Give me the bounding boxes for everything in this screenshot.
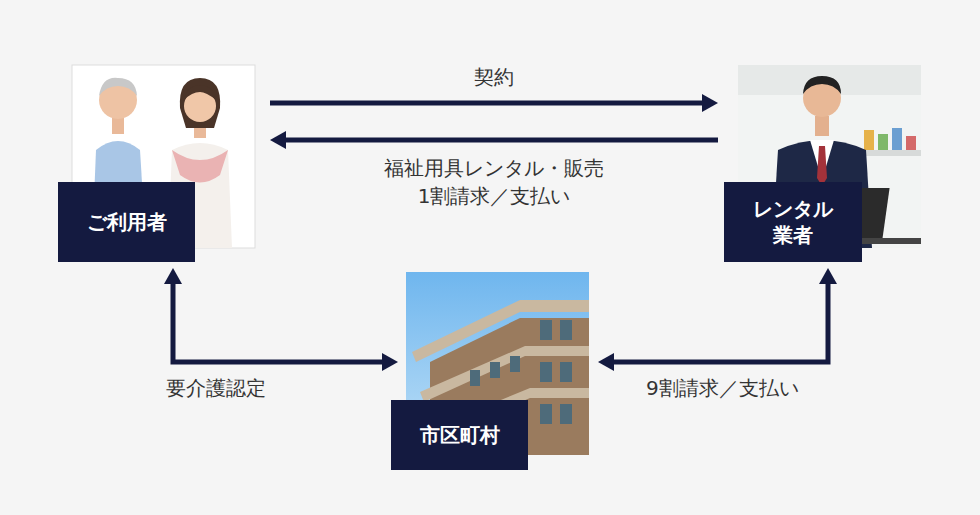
city-hall-photo <box>406 272 589 455</box>
edge-label: 要介護認定 <box>163 374 269 402</box>
connector-arrow <box>270 131 718 149</box>
label-box: ご利用者 <box>58 182 195 262</box>
connector-line <box>282 138 718 143</box>
arrow-head <box>382 353 398 371</box>
node-label: ご利用者 <box>87 209 167 235</box>
arrow-head <box>702 94 718 112</box>
edge-label: 契約 <box>471 63 517 91</box>
arrow-head <box>270 131 286 149</box>
node-label: レンタル 業者 <box>744 196 842 248</box>
connector-arrow <box>598 268 837 371</box>
edge-label: 9割請求／支払い <box>643 374 802 402</box>
vendor-card: レンタル 業者 <box>724 65 921 262</box>
rental-photo <box>738 65 921 248</box>
user-card: ご利用者 <box>58 65 255 262</box>
label-box: レンタル 業者 <box>724 182 862 262</box>
edge-label: 福祉用具レンタル・販売 1割請求／支払い <box>366 154 622 210</box>
label-box: 市区町村 <box>391 400 528 470</box>
connector-arrow <box>164 268 398 371</box>
connector-line <box>270 101 706 106</box>
arrow-head <box>164 268 182 284</box>
connector-line <box>173 280 386 362</box>
arrow-head <box>598 353 614 371</box>
connector-line <box>610 280 828 362</box>
arrow-head <box>819 268 837 284</box>
node-label: 市区町村 <box>420 422 500 448</box>
connector-arrow <box>270 94 718 112</box>
municipality-card: 市区町村 <box>391 272 588 470</box>
users-photo <box>72 65 255 248</box>
